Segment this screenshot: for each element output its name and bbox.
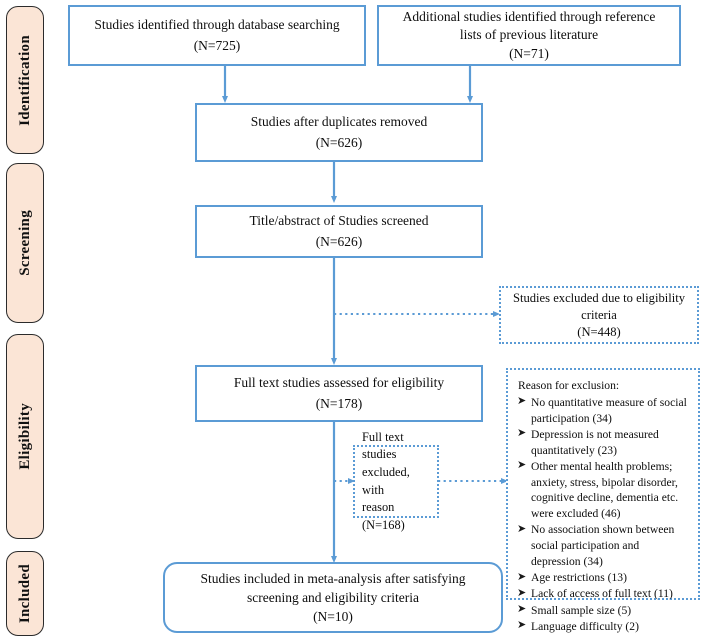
exclusion-reason-item: ➤ Age restrictions (13): [516, 570, 692, 586]
node-included-meta: Studies included in meta-analysis after …: [163, 562, 503, 633]
stage-tab-eligibility: Eligibility: [6, 334, 44, 539]
exclusion-reason-line: anxiety, stress, bipolar disorder,: [531, 475, 678, 489]
exclusion-reason-item: ➤ Other mental health problems; anxiety, s…: [516, 459, 692, 522]
exclusion-reason-line: depression (34): [531, 554, 603, 568]
node-duplicates-removed-count: (N=626): [315, 134, 363, 150]
exclusion-reason-line: quantitatively (23): [531, 443, 617, 457]
exclusion-reason-item: ➤ Small sample size (5): [516, 603, 692, 619]
node-database-search-line1: Studies identified through database sear…: [94, 16, 340, 32]
exclusion-reason-item: ➤ No quantitative measure of social partic…: [516, 395, 692, 427]
arrow-bullet-icon: ➤: [517, 603, 527, 616]
exclusion-reason-line: Other mental health problems;: [531, 459, 673, 473]
node-fulltext-excluded-count: (N=168): [362, 517, 405, 532]
exclusion-reasons-list: ➤ No quantitative measure of social partic…: [516, 395, 692, 635]
node-fulltext-excluded-line2: excluded, with: [362, 464, 410, 497]
exclusion-reason-item: ➤ Language difficulty (2): [516, 619, 692, 635]
node-database-search: Studies identified through database sear…: [68, 5, 366, 66]
node-included-meta-line2: screening and eligibility criteria: [246, 589, 420, 605]
stage-tab-identification: Identification: [6, 6, 44, 154]
stage-tab-included: Included: [6, 551, 44, 636]
exclusion-reason-line: No quantitative measure of social: [531, 395, 687, 409]
exclusion-reason-line: cognitive decline, dementia etc.: [531, 491, 679, 505]
arrow-bullet-icon: ➤: [517, 395, 527, 408]
node-excluded-eligibility-line1: Studies excluded due to eligibility: [512, 290, 686, 305]
arrow-bullet-icon: ➤: [517, 570, 527, 583]
node-fulltext-assessed: Full text studies assessed for eligibili…: [195, 365, 483, 422]
stage-tab-screening: Screening: [6, 163, 44, 323]
stage-tab-identification-label: Identification: [16, 34, 33, 126]
node-reference-lists: Additional studies identified through re…: [377, 5, 681, 66]
exclusion-reason-line: Language difficulty (2): [531, 619, 639, 633]
arrow-bullet-icon: ➤: [517, 459, 527, 472]
node-duplicates-removed: Studies after duplicates removed (N=626): [195, 103, 483, 162]
node-fulltext-assessed-line1: Full text studies assessed for eligibili…: [233, 374, 445, 390]
exclusion-reasons-title: Reason for exclusion:: [518, 379, 620, 392]
node-reference-lists-line1: Additional studies identified through re…: [402, 8, 656, 24]
node-exclusion-reasons: Reason for exclusion: ➤ No quantitative m…: [506, 368, 700, 633]
node-included-meta-count: (N=10): [313, 609, 353, 625]
exclusion-reason-line: Depression is not measured: [531, 427, 659, 441]
exclusion-reason-line: participation (34): [531, 411, 612, 425]
node-fulltext-excluded-line3: reason: [362, 500, 395, 515]
stage-tab-eligibility-label: Eligibility: [16, 403, 33, 470]
exclusion-reason-line: Small sample size (5): [531, 603, 632, 617]
arrow-bullet-icon: ➤: [517, 586, 527, 599]
exclusion-reason-line: social participation and: [531, 539, 640, 553]
node-database-search-count: (N=725): [193, 37, 241, 53]
node-fulltext-assessed-count: (N=178): [315, 395, 363, 411]
stage-tab-included-label: Included: [16, 563, 33, 624]
stage-tab-screening-label: Screening: [16, 210, 33, 276]
node-excluded-eligibility-line2: criteria: [581, 307, 617, 322]
node-excluded-eligibility-count: (N=448): [577, 324, 621, 339]
exclusion-reason-line: were excluded (46): [531, 507, 621, 521]
node-duplicates-removed-line1: Studies after duplicates removed: [250, 113, 428, 129]
node-studies-screened-count: (N=626): [315, 233, 363, 249]
exclusion-reason-line: Lack of access of full text (11): [531, 587, 673, 601]
arrow-bullet-icon: ➤: [517, 619, 527, 632]
arrow-bullet-icon: ➤: [517, 522, 527, 535]
exclusion-reason-line: Age restrictions (13): [531, 571, 627, 585]
node-excluded-eligibility: Studies excluded due to eligibility crit…: [499, 286, 699, 344]
node-studies-screened-line1: Title/abstract of Studies screened: [249, 212, 429, 228]
exclusion-reason-item: ➤ Depression is not measured quantitativel…: [516, 427, 692, 459]
exclusion-reason-item: ➤ No association shown between social part…: [516, 522, 692, 569]
node-studies-screened: Title/abstract of Studies screened (N=62…: [195, 205, 483, 258]
node-included-meta-line1: Studies included in meta-analysis after …: [200, 570, 466, 586]
node-reference-lists-line2: lists of previous literature: [459, 27, 599, 43]
node-fulltext-excluded: Full text studies excluded, with reason …: [353, 430, 439, 532]
node-fulltext-excluded-line1: Full text studies: [362, 429, 404, 462]
node-reference-lists-count: (N=71): [509, 45, 549, 61]
exclusion-reason-line: No association shown between: [531, 523, 675, 537]
arrow-bullet-icon: ➤: [517, 427, 527, 440]
exclusion-reason-item: ➤ Lack of access of full text (11): [516, 586, 692, 602]
